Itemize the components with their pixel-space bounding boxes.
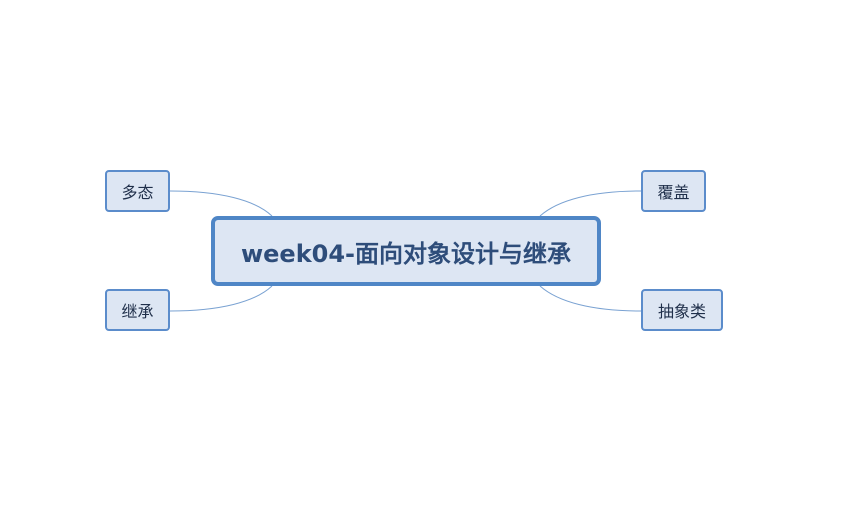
connector-chouxiang [539, 285, 642, 312]
connector-jicheng [169, 285, 273, 312]
central-topic[interactable]: week04-面向对象设计与继承 [211, 216, 601, 286]
connector-fugai [539, 190, 642, 217]
connector-duotai [169, 190, 273, 217]
topic-duotai[interactable]: 多态 [105, 170, 170, 212]
topic-fugai[interactable]: 覆盖 [641, 170, 706, 212]
topic-jicheng[interactable]: 继承 [105, 289, 170, 331]
topic-chouxiang[interactable]: 抽象类 [641, 289, 723, 331]
